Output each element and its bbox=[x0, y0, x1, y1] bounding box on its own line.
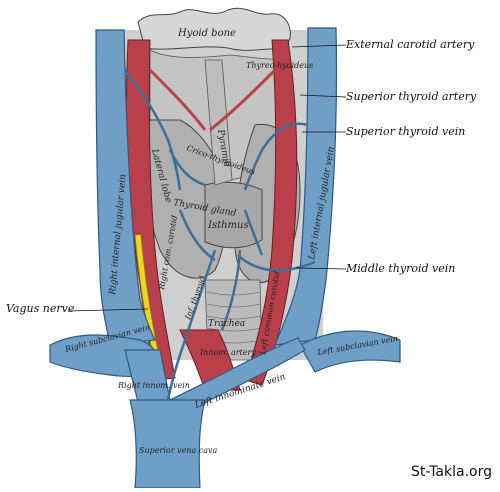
left-subclavian-vein-shape bbox=[299, 330, 401, 373]
superior-thyroid-vein-path bbox=[243, 122, 309, 191]
middle-thyroid-vein-path bbox=[237, 254, 316, 272]
external-carotid-leader bbox=[291, 44, 347, 48]
external-carotid-artery-label: External carotid artery bbox=[346, 38, 475, 51]
innom-artery-label: Innom. artery bbox=[199, 348, 256, 357]
superior-thyroid-vein-label: Superior thyroid vein bbox=[346, 125, 466, 138]
leader-lines bbox=[67, 44, 347, 312]
thyreohyoideus-label: Thyreo-hyoideus bbox=[246, 61, 313, 70]
inferior-thyroid-vein-path bbox=[166, 249, 217, 401]
right-internal-jugular-vein-shape bbox=[95, 29, 156, 346]
superior-thyroid-artery-leader bbox=[299, 94, 347, 98]
hyoid-bone-shape bbox=[137, 7, 291, 51]
right-innom-vein-label: Right innom. vein bbox=[117, 381, 190, 390]
thyroid-vein-network bbox=[123, 69, 316, 401]
right-superior-thyroid-artery-shape bbox=[148, 68, 207, 131]
middle-thyroid-vein-label: Middle thyroid vein bbox=[346, 262, 456, 275]
middle-thyroid-vein-leader bbox=[295, 267, 347, 270]
superior-vena-cava-label: Superior vena cava bbox=[139, 446, 218, 455]
superior-thyroid-artery-label: Superior thyroid artery bbox=[346, 90, 477, 103]
hyoid-bone-label: Hyoid bone bbox=[177, 28, 236, 39]
vagus-nerve-leader bbox=[67, 308, 149, 312]
watermark: St-Takla.org bbox=[411, 464, 492, 480]
isthmus-label: Isthmus bbox=[207, 220, 249, 231]
superior-thyroid-artery-shape bbox=[209, 68, 277, 132]
superior-vena-cava-shape bbox=[129, 399, 206, 489]
vagus-nerve-label: Vagus nerve bbox=[6, 302, 75, 315]
trachea-label: Trachea bbox=[208, 319, 245, 329]
